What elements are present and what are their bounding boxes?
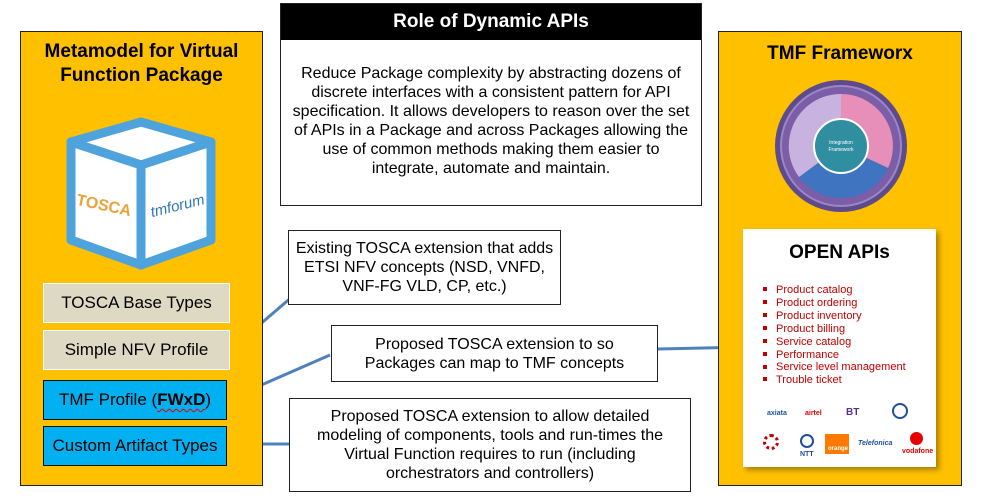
logo-knot-icon [763, 434, 779, 450]
callout-tmf-extension: Proposed TOSCA extension to so Packages … [331, 325, 658, 382]
cube-right-face [136, 137, 216, 270]
logo-vodafone-icon [910, 432, 923, 445]
list-item: Product inventory [763, 310, 906, 323]
logo-globe-icon [892, 403, 908, 419]
metamodel-title: Metamodel for Virtual Function Package [44, 41, 239, 86]
list-item: Service level management [763, 361, 906, 374]
wheel-center-label: Integration [829, 140, 853, 146]
layer-custom-artifact-types: Custom Artifact Types [43, 426, 227, 466]
list-item: Product catalog [763, 284, 906, 297]
logo-orange: orange [828, 446, 849, 452]
open-apis-list: Product catalog Product ordering Product… [763, 284, 906, 387]
logo-vodafone: vodafone [902, 448, 934, 455]
logo-axiata: axiata [767, 410, 787, 417]
role-body-text: Reduce Package complexity by abstracting… [292, 65, 690, 177]
callout-etsi-extension: Existing TOSCA extension that adds ETSI … [288, 230, 561, 305]
svg-text:Framework: Framework [828, 147, 854, 153]
logo-telefonica: Telefonica [858, 440, 893, 447]
open-apis-card: OPEN APIs Product catalog Product orderi… [743, 229, 936, 467]
tosca-tmforum-cube: TOSCA tmforum [66, 117, 216, 270]
callout-detailed-extension: Proposed TOSCA extension to allow detail… [289, 398, 691, 492]
metamodel-panel: Metamodel for Virtual Function Package T… [20, 31, 263, 486]
list-item: Product ordering [763, 297, 906, 310]
logo-ntt-icon [800, 434, 814, 448]
list-item: Product billing [763, 323, 906, 336]
logo-airtel: airtel [805, 410, 822, 417]
layer-simple-nfv-profile: Simple NFV Profile [43, 330, 230, 370]
frameworx-wheel: Integration Framework [775, 80, 907, 212]
tmf-frameworx-title: TMF Frameworx [767, 43, 913, 64]
role-of-dynamic-apis-box: Role of Dynamic APIs Reduce Package comp… [280, 3, 702, 206]
layer-tosca-base-types: TOSCA Base Types [43, 283, 230, 323]
list-item: Service catalog [763, 336, 906, 349]
logo-bt: BT [846, 407, 860, 418]
list-item: Performance [763, 349, 906, 362]
list-item: Trouble ticket [763, 374, 906, 387]
layer-tmf-profile: TMF Profile (FWxD) [43, 380, 227, 420]
open-apis-title: OPEN APIs [789, 242, 890, 263]
logo-ntt: NTT [800, 451, 814, 458]
role-title: Role of Dynamic APIs [281, 4, 701, 40]
logo-orange-square [825, 434, 849, 454]
